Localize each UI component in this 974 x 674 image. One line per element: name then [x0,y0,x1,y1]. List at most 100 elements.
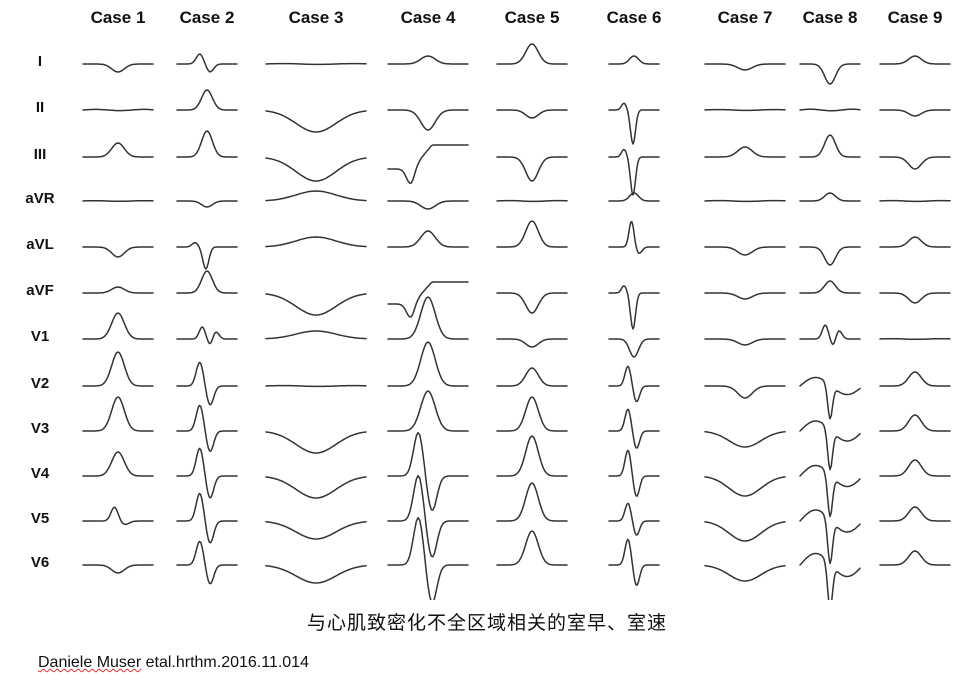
ecg-trace-case9-ii [879,109,951,117]
ecg-trace-case2-v4 [176,447,238,499]
ecg-trace-case1-v6 [82,564,154,574]
ecg-trace-case6-v3 [608,408,660,449]
ecg-trace-case7-v6 [704,564,786,582]
ecg-trace-case2-v1 [176,326,238,345]
citation-reference: etal.hrthm.2016.11.014 [141,654,309,671]
ecg-trace-case9-v1 [879,337,951,341]
ecg-trace-case8-v5 [799,509,861,565]
ecg-trace-case3-v1 [265,330,367,340]
ecg-trace-case9-i [879,55,951,65]
lead-label-v1: V1 [30,328,50,345]
ecg-trace-case4-ii [387,109,469,131]
ecg-trace-case3-avr [265,190,367,202]
ecg-trace-case9-v2 [879,371,951,387]
ecg-trace-case4-avf [387,281,469,318]
ecg-trace-case6-i [608,55,660,65]
ecg-trace-case5-avr [496,199,568,203]
ecg-trace-case3-iii [265,157,367,182]
ecg-trace-case3-avf [265,293,367,316]
lead-label-v5: V5 [30,510,50,527]
ecg-trace-case7-iii [704,146,786,158]
case-title-4: Case 4 [400,8,456,27]
lead-label-v2: V2 [30,375,50,392]
case-title-2: Case 2 [179,8,235,27]
ecg-trace-case5-v5 [496,482,568,522]
citation: Daniele Muser etal.hrthm.2016.11.014 [38,654,309,672]
ecg-trace-case8-v6 [799,552,861,600]
lead-label-ii: II [35,99,45,116]
ecg-trace-case7-avl [704,246,786,256]
ecg-trace-case4-i [387,55,469,65]
ecg-trace-case7-avf [704,292,786,300]
ecg-trace-case6-ii [608,102,660,145]
ecg-trace-case1-iii [82,142,154,158]
ecg-trace-case5-v6 [496,530,568,566]
case-title-6: Case 6 [606,8,662,27]
ecg-trace-case7-i [704,63,786,71]
ecg-trace-case2-v6 [176,540,238,585]
ecg-trace-case5-i [496,43,568,65]
ecg-trace-case1-v5 [82,506,154,526]
ecg-trace-case8-avr [799,192,861,202]
ecg-trace-case7-v1 [704,338,786,346]
citation-author: Daniele Muser [38,654,142,671]
ecg-trace-case5-v2 [496,367,568,387]
ecg-trace-case8-v4 [799,464,861,518]
ecg-trace-case1-v1 [82,312,154,340]
ecg-trace-case7-v3 [704,430,786,448]
ecg-trace-case2-ii [176,89,238,111]
ecg-trace-case2-i [176,53,238,73]
ecg-trace-case6-avl [608,221,660,255]
ecg-trace-case9-v4 [879,459,951,477]
ecg-trace-case9-v6 [879,550,951,566]
ecg-trace-case1-v4 [82,451,154,477]
ecg-trace-case6-v1 [608,338,660,358]
ecg-trace-case3-v2 [265,384,367,388]
lead-label-v4: V4 [30,465,50,482]
ecg-trace-case6-v5 [608,502,660,536]
lead-label-avf: aVF [26,282,54,299]
ecg-trace-case8-avl [799,246,861,266]
lead-label-v6: V6 [30,554,50,571]
ecg-trace-case5-avf [496,292,568,314]
ecg-trace-case9-v3 [879,414,951,432]
ecg-trace-case5-v1 [496,338,568,348]
ecg-trace-case9-avr [879,199,951,203]
ecg-trace-case9-v5 [879,506,951,522]
ecg-trace-case7-v4 [704,476,786,497]
ecg-trace-case2-avr [176,200,238,208]
ecg-trace-case4-iii [387,144,469,184]
ecg-trace-case4-v5 [387,474,469,558]
ecg-trace-case6-avr [608,192,660,202]
ecg-trace-case8-i [799,63,861,85]
ecg-trace-case5-v4 [496,435,568,477]
ecg-trace-case5-v3 [496,396,568,432]
lead-label-avr: aVR [25,190,55,207]
ecg-trace-case7-v5 [704,521,786,542]
ecg-trace-case5-ii [496,109,568,119]
ecg-trace-case8-iii [799,134,861,158]
case-title-7: Case 7 [717,8,773,27]
ecg-trace-case4-v1 [387,296,469,340]
ecg-trace-case7-ii [704,108,786,112]
ecg-trace-case6-avf [608,285,660,330]
ecg-trace-case7-avr [704,199,786,203]
ecg-trace-case6-iii [608,148,660,196]
ecg-traces [82,43,951,600]
ecg-trace-case8-v3 [799,420,861,471]
ecg-trace-case8-ii [799,108,861,112]
ecg-trace-case1-avl [82,246,154,258]
ecg-trace-case3-v5 [265,521,367,540]
ecg-trace-case1-v2 [82,351,154,387]
ecg-trace-case3-v3 [265,431,367,454]
ecg-trace-case8-v2 [799,376,861,420]
figure-caption: 与心肌致密化不全区域相关的室早、室速 [306,612,667,634]
lead-label-i: I [37,53,43,70]
ecg-trace-case4-avl [387,230,469,248]
ecg-trace-case3-i [265,62,367,66]
ecg-trace-case4-v6 [387,516,469,600]
ecg-trace-case4-v4 [387,431,469,511]
ecg-trace-case2-v3 [176,404,238,452]
ecg-trace-case5-iii [496,156,568,182]
ecg-trace-case9-iii [879,156,951,170]
